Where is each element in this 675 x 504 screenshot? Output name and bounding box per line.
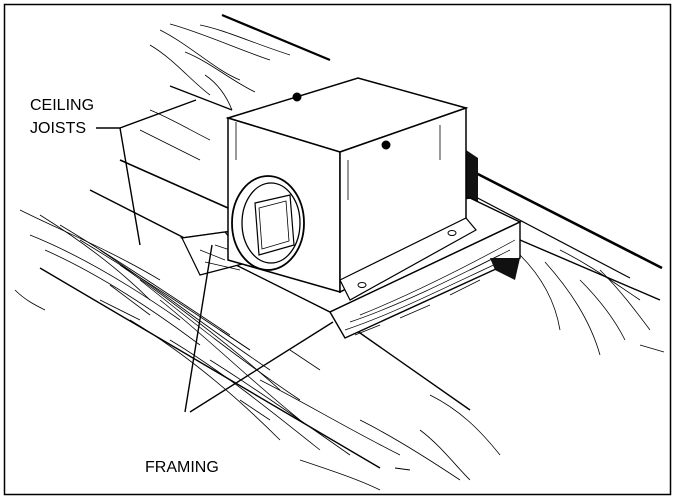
fan-box: [225, 77, 477, 301]
ceiling-joists-leader: [96, 127, 141, 246]
framing-wood-grain: [199, 239, 516, 336]
screw-dot: [381, 140, 391, 150]
callouts: CEILING JOISTS FRAMING: [30, 97, 334, 476]
duct-collar: [231, 175, 305, 271]
framing-label: FRAMING: [145, 459, 219, 476]
framing-leader: [184, 244, 213, 413]
back-ceiling-joist: [119, 13, 331, 209]
framing-shadow: [490, 258, 520, 280]
ceiling-joists-leader: [119, 99, 197, 129]
front-ceiling-joist: [14, 189, 501, 491]
right-joist-wood-grain: [519, 249, 665, 356]
front-joist-wood-grain: [14, 209, 501, 491]
screw-dot: [292, 92, 302, 102]
bracket-screw: [447, 230, 457, 236]
framing-leader: [189, 321, 334, 413]
ceiling-joists-label-line1: CEILING: [30, 97, 94, 114]
bracket-screw: [357, 282, 367, 288]
back-joist-wood-grain: [139, 23, 291, 161]
ceiling-joists-label-line2: JOISTS: [30, 120, 86, 137]
mounting-bracket: [339, 217, 477, 301]
figure-border: [3, 3, 672, 496]
